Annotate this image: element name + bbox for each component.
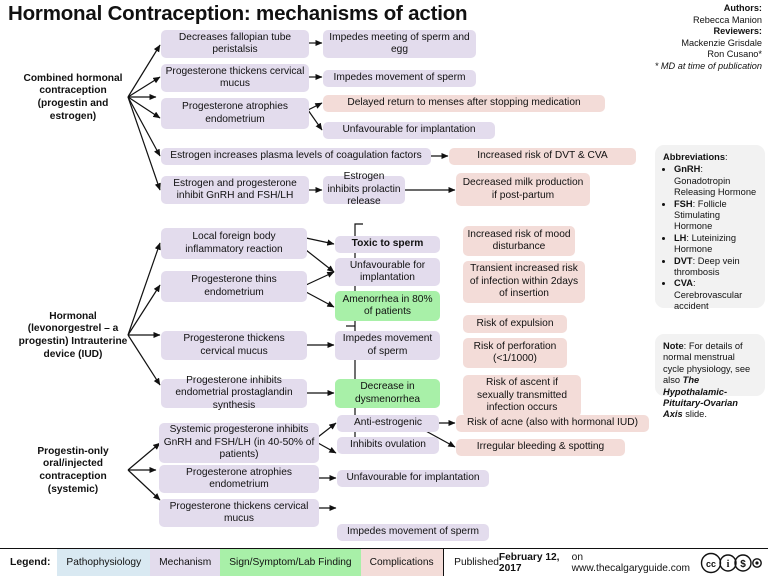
node-anti-estrogenic[interactable]: Anti-estrogenic xyxy=(337,415,439,432)
abbreviations-box: Abbreviations: GnRH: Gonadotropin Releas… xyxy=(655,145,765,311)
legend-chip-pathophysiology: Pathophysiology xyxy=(57,549,151,576)
node-decreased-milk-production[interactable]: Decreased milk production if post-partum xyxy=(456,173,590,206)
credits-block: Authors: Rebecca Manion Reviewers: Macke… xyxy=(562,3,762,73)
node-progesterone-atrophies-endometrium-systemic[interactable]: Progesterone atrophies endometrium xyxy=(159,465,319,493)
note-box: Note: For details of normal menstrual cy… xyxy=(655,334,765,419)
reviewer-1: Mackenzie Grisdale xyxy=(681,37,762,48)
node-decrease-in-dysmenorrhea[interactable]: Decrease in dysmenorrhea xyxy=(335,379,440,408)
abbreviation-item: LH: Luteinizing Hormone xyxy=(674,233,758,256)
node-progesterone-atrophies-endometrium-combined[interactable]: Progesterone atrophies endometrium xyxy=(161,98,309,129)
node-impedes-movement-of-sperm-combined[interactable]: Impedes movement of sperm xyxy=(323,70,476,87)
node-amenorrhea-80-percent[interactable]: Amenorrhea in 80% of patients xyxy=(335,291,440,321)
node-systemic-progesterone-inhibits-gnrh[interactable]: Systemic progesterone inhibits GnRH and … xyxy=(159,423,319,463)
node-progesterone-thickens-cervical-mucus-systemic[interactable]: Progesterone thickens cervical mucus xyxy=(159,499,319,527)
creative-commons-license-icon[interactable]: cc i $ xyxy=(700,549,768,576)
published-date: February 12, 2017 xyxy=(498,551,560,574)
node-unfavourable-for-implantation-iud[interactable]: Unfavourable for implantation xyxy=(335,258,440,286)
node-risk-of-acne[interactable]: Risk of acne (also with hormonal IUD) xyxy=(456,415,649,432)
node-risk-of-expulsion[interactable]: Risk of expulsion xyxy=(463,315,567,333)
category-label-iud: Hormonal (levonorgestrel – a progestin) … xyxy=(18,310,128,360)
legend-label: Legend: xyxy=(10,557,51,568)
published-text: Published February 12, 2017 on www.theca… xyxy=(454,551,691,574)
node-delayed-return-to-menses[interactable]: Delayed return to menses after stopping … xyxy=(323,95,605,112)
footer-legend-bar: Legend: Pathophysiology Mechanism Sign/S… xyxy=(0,548,768,576)
svg-text:$: $ xyxy=(740,559,746,570)
legend-chip-sign-symptom: Sign/Symptom/Lab Finding xyxy=(220,549,361,576)
footer-divider xyxy=(442,549,445,576)
note-slide-name: The Hypothalamic-Pituitary-Ovarian Axis xyxy=(663,375,738,420)
node-progesterone-thickens-cervical-mucus-iud[interactable]: Progesterone thickens cervical mucus xyxy=(161,331,307,360)
svg-text:cc: cc xyxy=(706,559,716,569)
node-transient-increased-risk-infection[interactable]: Transient increased risk of infection wi… xyxy=(463,261,585,303)
abbreviations-list: GnRH: Gonadotropin Releasing Hormone FSH… xyxy=(663,164,758,312)
node-increased-risk-dvt-cva[interactable]: Increased risk of DVT & CVA xyxy=(449,148,636,165)
node-estrogen-progesterone-inhibit-gnrh-fsh-lh[interactable]: Estrogen and progesterone inhibit GnRH a… xyxy=(161,176,309,204)
author-name: Rebecca Manion xyxy=(693,14,762,25)
node-estrogen-inhibits-prolactin-release[interactable]: Estrogen inhibits prolactin release xyxy=(323,171,405,207)
node-risk-of-ascent-sti[interactable]: Risk of ascent if sexually transmitted i… xyxy=(463,375,581,417)
node-toxic-to-sperm[interactable]: Toxic to sperm xyxy=(335,236,440,253)
node-impedes-movement-of-sperm-iud[interactable]: Impedes movement of sperm xyxy=(335,331,440,360)
node-inhibits-ovulation[interactable]: Inhibits ovulation xyxy=(337,437,439,454)
node-local-foreign-body-inflammatory-reaction[interactable]: Local foreign body inflammatory reaction xyxy=(161,228,307,259)
node-risk-of-perforation[interactable]: Risk of perforation (<1/1000) xyxy=(463,338,567,368)
note-label: Note xyxy=(663,341,684,351)
abbreviation-item: DVT: Deep vein thrombosis xyxy=(674,256,758,279)
node-progesterone-thins-endometrium[interactable]: Progesterone thins endometrium xyxy=(161,271,307,302)
abbreviation-item: FSH: Follicle Stimulating Hormone xyxy=(674,199,758,233)
node-progesterone-thickens-cervical-mucus-combined[interactable]: Progesterone thickens cervical mucus xyxy=(161,64,309,92)
abbreviation-item: CVA: Cerebrovascular accident xyxy=(674,278,758,312)
reviewers-label: Reviewers: xyxy=(713,26,762,37)
node-impedes-movement-of-sperm-systemic[interactable]: Impedes movement of sperm xyxy=(337,524,489,541)
page-title: Hormonal Contraception: mechanisms of ac… xyxy=(8,2,468,25)
node-progesterone-inhibits-prostaglandin-synthesis[interactable]: Progesterone inhibits endometrial prosta… xyxy=(161,375,307,411)
credits-footnote: * MD at time of publication xyxy=(654,60,762,71)
legend-chip-mechanism: Mechanism xyxy=(150,549,221,576)
node-decreases-fallopian-tube-peristalsis[interactable]: Decreases fallopian tube peristalsis xyxy=(161,30,309,58)
abbreviation-item: GnRH: Gonadotropin Releasing Hormone xyxy=(674,164,758,198)
node-unfavourable-for-implantation-combined[interactable]: Unfavourable for implantation xyxy=(323,122,495,139)
node-increased-risk-mood-disturbance[interactable]: Increased risk of mood disturbance xyxy=(463,226,575,256)
node-irregular-bleeding-spotting[interactable]: Irregular bleeding & spotting xyxy=(456,439,625,456)
svg-text:i: i xyxy=(727,559,730,570)
node-impedes-meeting-sperm-egg[interactable]: Impedes meeting of sperm and egg xyxy=(323,30,476,58)
category-label-progestin-only: Progestin-only oral/injected contracepti… xyxy=(37,445,109,495)
abbreviations-heading: Abbreviations xyxy=(663,152,725,162)
authors-label: Authors: xyxy=(723,3,762,13)
node-estrogen-increases-coagulation-factors[interactable]: Estrogen increases plasma levels of coag… xyxy=(161,148,431,165)
category-label-combined: Combined hormonal contraception (progest… xyxy=(23,72,123,122)
reviewer-2: Ron Cusano* xyxy=(707,49,762,60)
node-unfavourable-for-implantation-systemic[interactable]: Unfavourable for implantation xyxy=(337,470,489,487)
legend-chip-complications: Complications xyxy=(360,549,443,576)
